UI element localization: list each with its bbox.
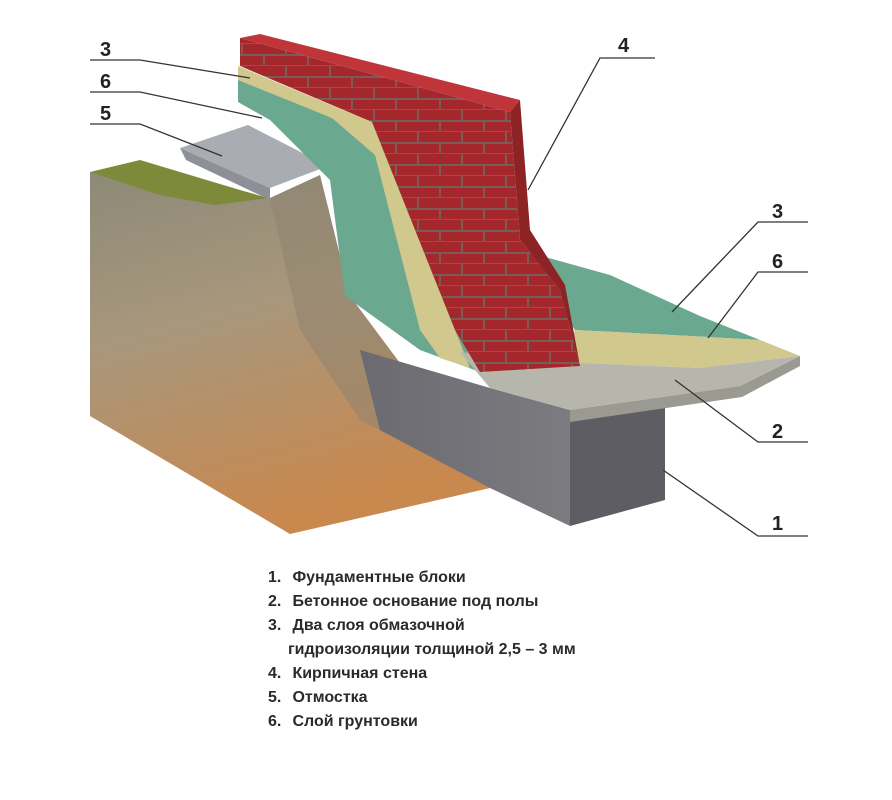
foundation-waterproofing-diagram: 3 6 5 4 3 6 2 1 — [90, 34, 808, 537]
leader-left-3 — [90, 59, 251, 79]
soil-cut-face — [270, 175, 490, 488]
leader-lines — [90, 57, 808, 537]
legend-item-number: 6. — [268, 713, 282, 730]
legend-item-number: 3. — [268, 617, 282, 634]
legend-item-text: Слой грунтовки — [292, 713, 418, 730]
callout-left-5: 5 — [100, 103, 111, 125]
leader-right-1 — [662, 469, 808, 537]
concrete-slab-edge — [570, 356, 800, 422]
callout-right-6: 6 — [772, 251, 783, 273]
legend-item-text: Бетонное основание под полы — [292, 593, 539, 610]
brick-wall-top — [240, 34, 520, 112]
grass-patch — [90, 160, 268, 205]
legend-item-1: 1. Фундаментные блоки — [268, 566, 828, 590]
legend-item-text: Отмостка — [292, 689, 368, 706]
legend-item-2: 2. Бетонное основание под полы — [268, 590, 828, 614]
callout-left-3: 3 — [100, 39, 111, 61]
legend-item-text: гидроизоляции толщиной 2,5 – 3 мм — [288, 641, 576, 658]
legend-item-3-continuation: гидроизоляции толщиной 2,5 – 3 мм — [268, 638, 828, 662]
brick-wall — [240, 34, 580, 372]
leader-top-4 — [527, 57, 655, 191]
primer-layer — [238, 66, 470, 368]
leader-left-6 — [90, 91, 263, 119]
wall-layers — [238, 66, 480, 372]
callout-top-4: 4 — [618, 35, 630, 57]
leader-left-5 — [90, 123, 223, 157]
floor-waterproofing — [520, 250, 760, 340]
leader-right-6 — [707, 271, 808, 339]
legend: 1. Фундаментные блоки 2. Бетонное основа… — [268, 566, 828, 734]
legend-item-text: Два слоя обмазочной — [292, 617, 465, 634]
legend-item-text: Кирпичная стена — [292, 665, 428, 682]
callout-right-3: 3 — [772, 201, 783, 223]
brick-wall-front — [240, 38, 580, 372]
leader-right-3 — [671, 221, 808, 313]
callout-right-2: 2 — [772, 421, 783, 443]
legend-item-number: 4. — [268, 665, 282, 682]
legend-item-5: 5. Отмостка — [268, 686, 828, 710]
legend-item-number: 2. — [268, 593, 282, 610]
foundation-block-side — [570, 400, 665, 526]
soil-front — [90, 172, 490, 534]
callout-left-6: 6 — [100, 71, 111, 93]
foundation-block-front — [360, 350, 570, 526]
blind-area-top — [180, 125, 328, 188]
leader-right-2 — [674, 379, 808, 443]
legend-item-6: 6. Слой грунтовки — [268, 710, 828, 734]
soil — [90, 160, 490, 534]
legend-item-number: 5. — [268, 689, 282, 706]
legend-item-number: 1. — [268, 569, 282, 586]
blind-area-edge — [180, 148, 270, 200]
brick-wall-face — [510, 100, 580, 366]
callout-right-1: 1 — [772, 513, 783, 535]
foundation-block — [360, 350, 665, 526]
floor-primer — [560, 330, 800, 368]
legend-item-3: 3. Два слоя обмазочной — [268, 614, 828, 638]
legend-item-4: 4. Кирпичная стена — [268, 662, 828, 686]
legend-item-text: Фундаментные блоки — [292, 569, 466, 586]
blind-area — [180, 125, 328, 200]
